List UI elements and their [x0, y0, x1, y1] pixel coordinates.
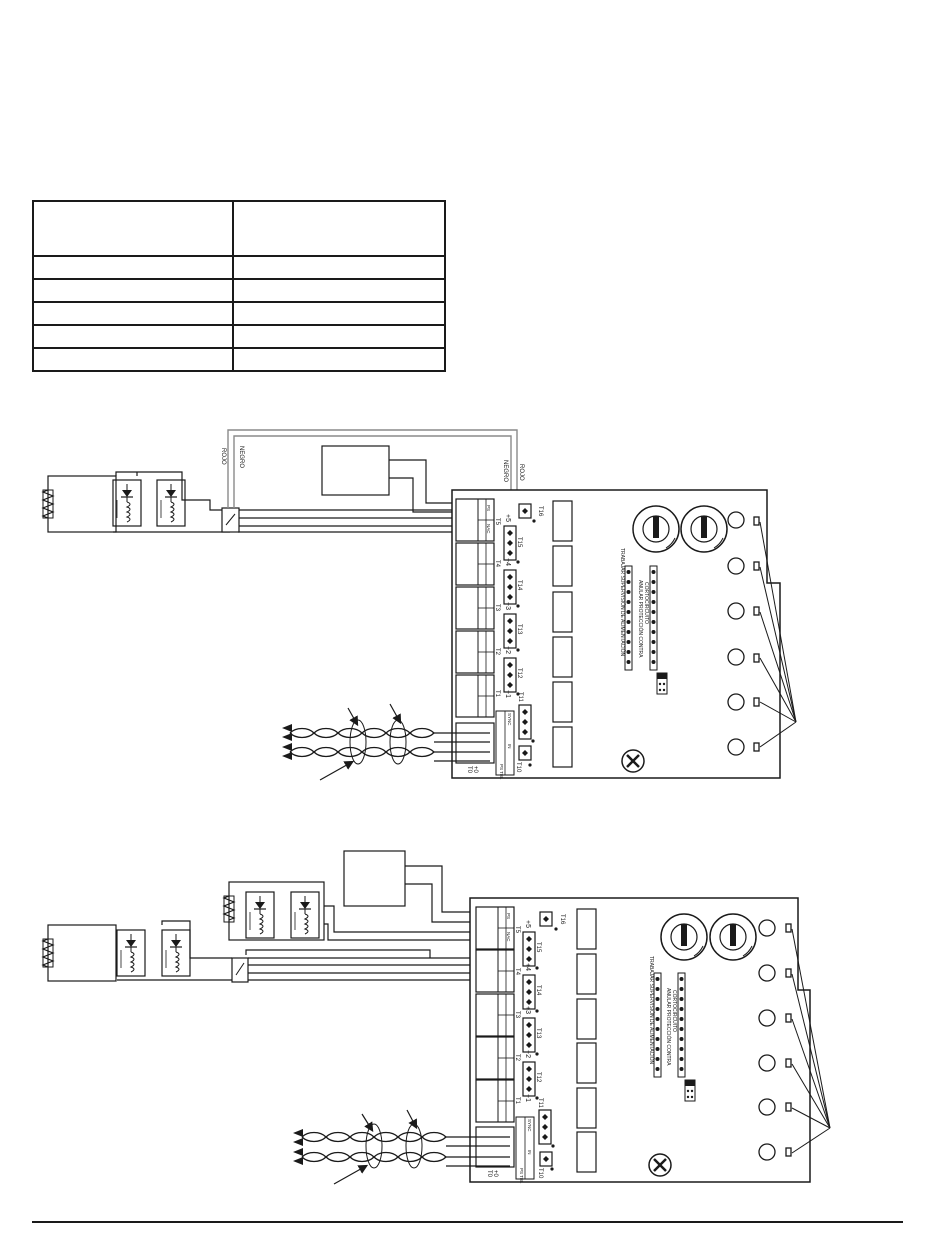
label-t2: T2: [494, 648, 500, 656]
label-num5: +5: [524, 920, 531, 928]
label-t0: T0: [486, 1170, 492, 1178]
label-t12: T12: [516, 668, 522, 679]
label-t14: T14: [535, 985, 541, 996]
label-t0: T0: [466, 766, 472, 774]
footer-rule: [32, 1221, 903, 1223]
label-nac: NAC: [506, 932, 511, 942]
label-ps-trouble: PS TBL: [499, 764, 504, 780]
table-cell: [32, 255, 234, 280]
label-num2: +2: [524, 1050, 531, 1058]
label-num4: +4: [524, 963, 531, 971]
notification-device: [161, 929, 191, 977]
notification-device: [290, 891, 320, 939]
notification-device: [156, 479, 186, 527]
eol-resistor-box: [228, 881, 325, 941]
jumper-label-2: ANULAR PROTECCIÓN CONTRA: [665, 988, 672, 1066]
label-t1: T1: [514, 1097, 520, 1105]
label-t11: T11: [517, 692, 523, 703]
label-t13: T13: [516, 624, 522, 635]
label-sync: SYNC: [527, 1119, 532, 1132]
table-cell: [232, 278, 446, 303]
label-t16: T16: [559, 914, 565, 925]
eol-resistor-box: [42, 475, 117, 533]
label-in-box: IN: [527, 1150, 532, 1155]
wire-label-black-right: NEGRO: [502, 460, 508, 482]
jumper-label-2: ANULAR PROTECCIÓN CONTRA: [637, 580, 644, 658]
wire-label-black-left: NEGRO: [238, 446, 244, 468]
table-header-cell: [32, 200, 234, 257]
wire-label-red-right: ROJO: [518, 464, 524, 481]
label-t15: T15: [535, 942, 541, 953]
label-t5: T5: [514, 926, 520, 934]
wire-label-red-left: ROJO: [220, 448, 226, 465]
label-num3: +3: [524, 1006, 531, 1014]
label-t4: T4: [494, 560, 500, 568]
notification-device: [245, 891, 275, 939]
label-t1: T1: [494, 690, 500, 698]
label-num1: +1: [524, 1094, 531, 1102]
label-in-box: IN: [507, 744, 512, 749]
label-t3: T3: [494, 604, 500, 612]
table-header-cell: [232, 200, 446, 257]
notification-device: [116, 929, 146, 977]
label-ps-trouble: PS TBL: [519, 1168, 524, 1184]
label-num4: +4: [504, 558, 511, 566]
table-cell: [32, 278, 234, 303]
table-cell: [232, 301, 446, 326]
label-num0: +0: [492, 1170, 498, 1178]
label-t3: T3: [514, 1011, 520, 1019]
label-t12: T12: [535, 1072, 541, 1083]
label-t2: T2: [514, 1054, 520, 1062]
label-t10: T10: [515, 762, 521, 773]
label-num2: +2: [504, 646, 511, 654]
jumper-label-1: TRABAJAR SUPERVISIÓN DE ALIMENTACIÓN: [619, 548, 626, 657]
label-t16: T16: [537, 506, 543, 517]
control-board: TRABAJAR SUPERVISIÓN DE ALIMENTACIÓN ANU…: [469, 897, 831, 1184]
empty-spec-table: [32, 200, 446, 372]
label-t13: T13: [535, 1028, 541, 1039]
twisted-pair-cable: [293, 1109, 510, 1185]
control-board: TRABAJAR SUPERVISIÓN DE ALIMENTACIÓN ANU…: [451, 489, 797, 780]
label-sync: SYNC: [507, 713, 512, 726]
notification-device: [112, 479, 142, 527]
label-num3: +3: [504, 602, 511, 610]
label-nac: NAC: [486, 524, 491, 534]
label-t5: T5: [494, 518, 500, 526]
table-cell: [232, 324, 446, 349]
power-supply-box: [321, 445, 390, 496]
table-cell: [32, 324, 234, 349]
label-t15: T15: [516, 537, 522, 548]
label-num5: +5: [504, 514, 511, 522]
table-cell: [232, 255, 446, 280]
label-ps: PS: [506, 913, 511, 919]
label-t10: T10: [537, 1168, 543, 1179]
diagram-one: ROJO NEGRO NEGRO ROJO: [42, 429, 797, 781]
label-t4: T4: [514, 968, 520, 976]
jumper-label-1: TRABAJAR SUPERVISIÓN DE ALIMENTACIÓN: [648, 956, 655, 1065]
table-cell: [32, 347, 234, 372]
label-t14: T14: [516, 580, 522, 591]
twisted-pair-cable: [282, 703, 490, 781]
table-cell: [232, 347, 446, 372]
label-num0: +0: [472, 766, 478, 774]
jumper-label-3: CORTOCIRCUITO: [643, 582, 649, 624]
power-supply-box: [343, 850, 406, 907]
label-num1: +1: [504, 690, 511, 698]
label-ps: PS: [486, 505, 491, 511]
eol-resistor-box: [42, 924, 117, 982]
diagram-two: TRABAJAR SUPERVISIÓN DE ALIMENTACIÓN ANU…: [42, 850, 831, 1185]
jumper-label-3: CORTOCIRCUITO: [671, 990, 677, 1032]
table-cell: [32, 301, 234, 326]
junction-box: [231, 957, 249, 983]
label-t11: T11: [537, 1098, 543, 1109]
